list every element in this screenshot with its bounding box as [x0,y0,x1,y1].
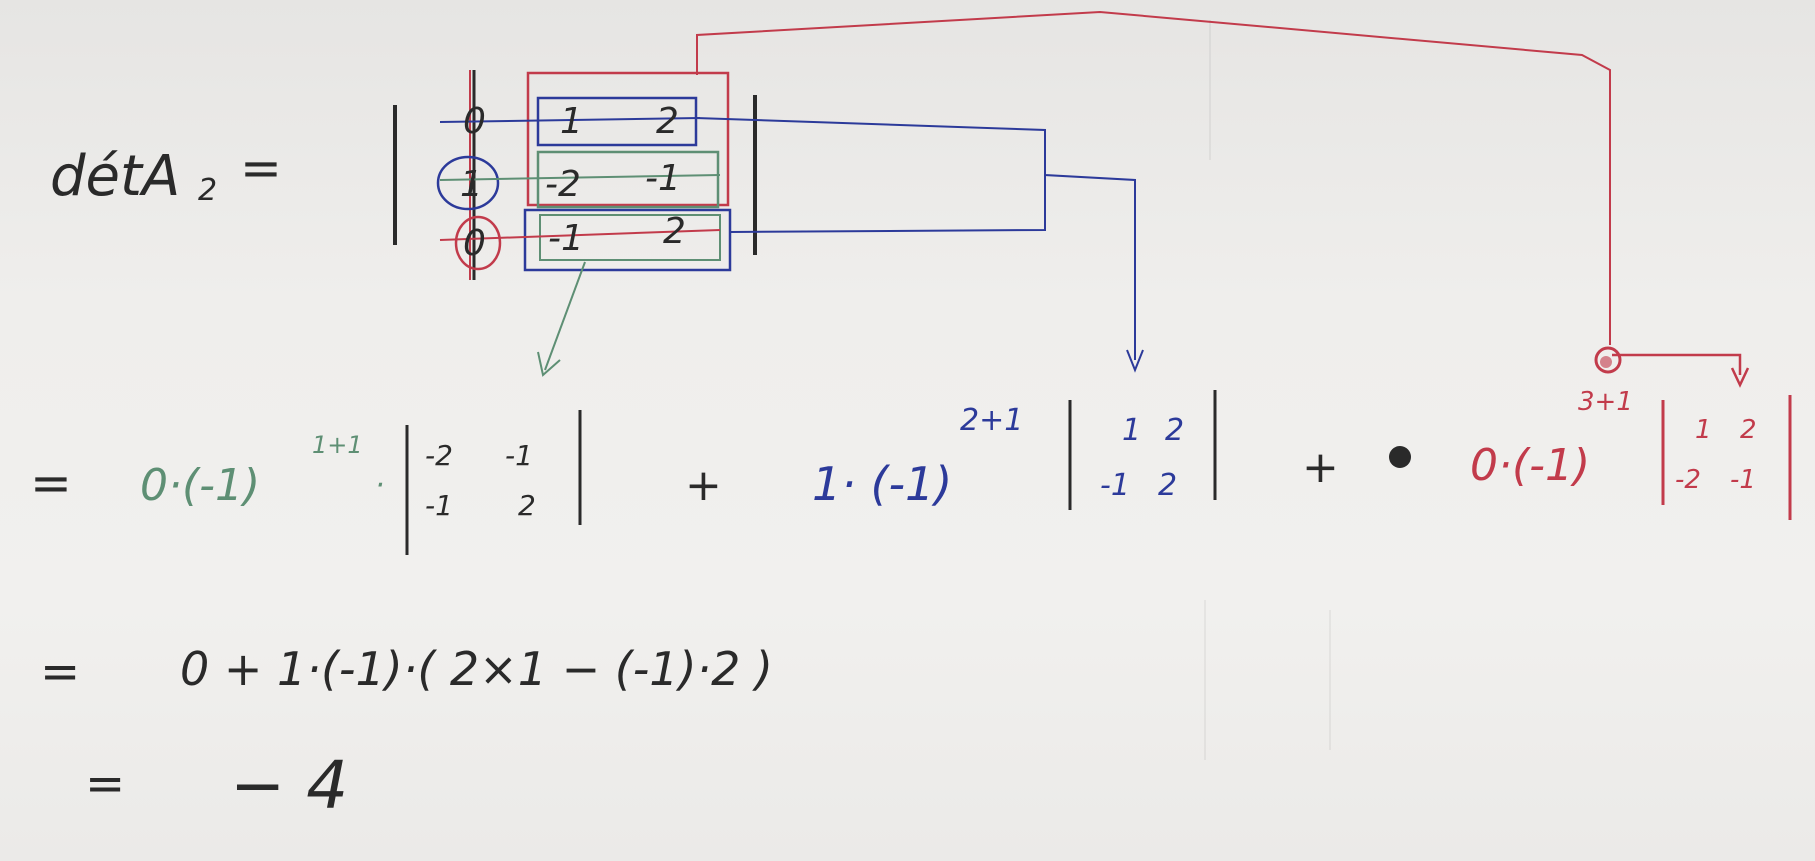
blue-connector-bottom [729,175,1046,233]
term3-coef: 0·(-1) [1470,440,1590,491]
term2-minor: 1 2 -1 2 [1100,413,1184,503]
term3-m21: -2 [1675,465,1701,495]
m12: 1 [560,101,583,142]
blue-connector-top [695,117,1136,360]
plus-2: + [1302,442,1339,493]
term1-dot: · [375,468,385,503]
term3-m12: 2 [1740,415,1757,445]
bleed-through-marks [1204,20,1331,760]
det-subscript: 2 [198,173,217,208]
ink-scribble [1389,446,1411,468]
term3-exp: 3+1 [1578,387,1633,417]
term1-m22: 2 [518,489,536,522]
m33: 2 [663,211,686,252]
pivot-circle-blue [436,155,500,211]
det-equals: = [240,139,282,197]
term2-coef: 1· (-1) [812,457,952,511]
row2-strike [439,174,721,181]
term1-exp: 1+1 [312,431,363,459]
green-row2-box [536,150,720,209]
matrix: 0 1 2 1 -2 -1 0 -1 2 [460,101,686,264]
row3-strike [439,229,721,241]
term2-m22: 2 [1158,468,1177,503]
red-branch [1612,353,1742,375]
blue-row3-box [523,208,732,272]
step2-text: 0 + 1·(-1)·( 2×1 − (-1)·2 ) [180,642,773,696]
m11: 0 [463,101,486,142]
m22: -2 [545,164,581,205]
term3-m11: 1 [1695,415,1712,445]
green-arrow-head [537,351,561,377]
m32: -1 [548,218,584,259]
m21: 1 [460,164,483,205]
plus-1: + [685,460,722,511]
blue-arrow-head [1126,349,1144,373]
result-equals: = [85,756,125,812]
red-arrow-head [1730,367,1750,388]
blue-row1-box [536,96,698,147]
step2-equals: = [40,644,80,700]
term2-m12: 2 [1165,413,1184,448]
term1-m21: -1 [425,489,453,522]
term1-minor: -2 -1 -1 2 [425,439,536,522]
green-connector [544,261,586,371]
term1-m12: -1 [505,439,533,472]
green-row3-box [539,214,721,261]
result-value: − 4 [230,747,348,824]
m13: 2 [656,101,679,142]
row1-strike [439,117,701,123]
term3-minor: 1 2 -2 -1 [1675,415,1757,495]
term1-m11: -2 [425,439,453,472]
m31: 0 [463,223,486,264]
red-scribble [1594,346,1622,374]
m23: -1 [645,158,681,199]
term2-exp: 2+1 [960,403,1023,438]
det-label: détA [50,144,180,209]
pivot-circle-red [454,215,502,271]
term2-m21: -1 [1100,468,1130,503]
red-minor-box [526,71,730,207]
term3-m22: -1 [1730,465,1756,495]
red-scribble-fill [1600,356,1612,368]
red-connector [696,10,1611,345]
term1-coef: 0·(-1) [140,460,260,511]
expansion-equals: = [30,454,72,512]
term2-m11: 1 [1122,413,1141,448]
